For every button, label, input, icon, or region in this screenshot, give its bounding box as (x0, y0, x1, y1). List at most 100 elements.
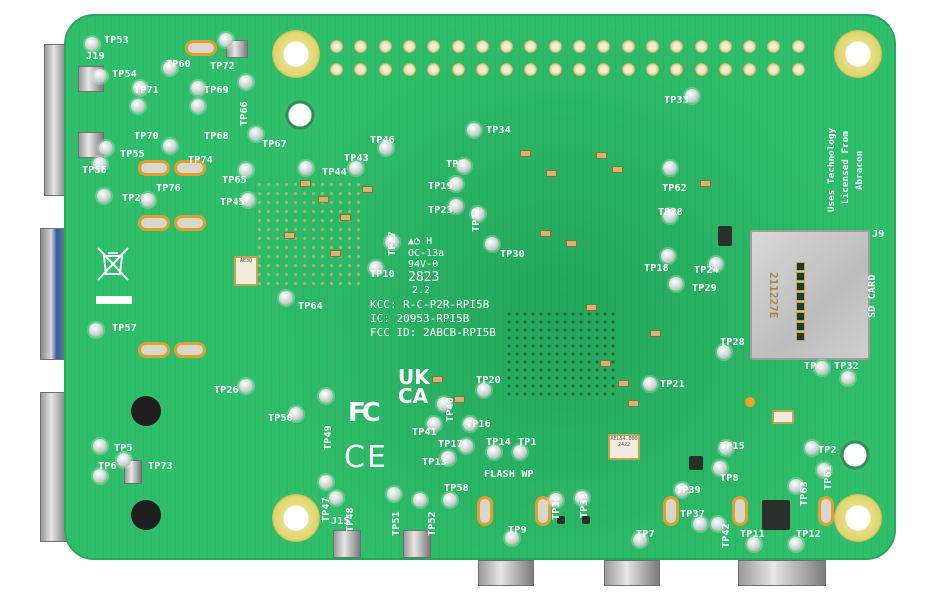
pad-oval-7 (174, 342, 206, 358)
gpio-pin (475, 40, 489, 53)
test-point-label-tp10: TP10 (370, 269, 395, 280)
pad-oval-5 (174, 215, 206, 231)
smd-capacitor (284, 232, 295, 239)
test-point-pad-tp26 (239, 379, 253, 393)
gpio-pin (354, 40, 368, 53)
gpio-pin (573, 63, 586, 76)
gpio-pin (694, 63, 708, 76)
gpio-pin (670, 63, 684, 76)
test-point-pad-tp18 (661, 249, 675, 263)
test-point-label-tp34: TP34 (486, 125, 511, 136)
gpio-pin (378, 63, 392, 76)
test-point-label-tp12: TP12 (796, 529, 821, 540)
test-point-pad-tp33 (685, 89, 699, 103)
j15-pad-right (403, 530, 431, 558)
test-point-pad-tp37 (693, 517, 707, 531)
test-point-pad-tp38 (663, 209, 677, 223)
j19-label: J19 (86, 51, 105, 62)
test-point-pad-tp48 (329, 491, 343, 505)
pad-oval-11 (732, 496, 748, 526)
test-point-pad-tp35 (575, 491, 589, 505)
test-point-label-tp45: TP45 (220, 197, 245, 208)
test-point-pad-tp74 (163, 139, 177, 153)
abracon-line-2: Licensed From (841, 130, 851, 204)
gpio-pin (621, 40, 635, 53)
pad-oval-6 (138, 342, 170, 358)
test-point-label-tp46: TP46 (370, 135, 395, 146)
test-point-label-tp36: TP36 (551, 495, 562, 520)
test-point-label-tp16: TP16 (466, 419, 491, 430)
smd-capacitor (650, 330, 661, 337)
smd-capacitor (596, 152, 607, 159)
gpio-pin (791, 40, 805, 53)
test-point-pad-tp27 (385, 235, 399, 249)
gpio-pin (548, 63, 562, 76)
gpio-pin (475, 63, 489, 76)
test-point-label-tp76: TP76 (156, 183, 181, 194)
gpio-pin (402, 63, 416, 76)
test-point-pad-tp63 (789, 479, 803, 493)
test-point-pad-tp67 (249, 127, 263, 141)
test-point-pad-tp12 (789, 537, 803, 551)
flammability-marking: 94V-0 (408, 259, 439, 270)
soic-chip (689, 456, 703, 470)
test-point-pad-tp34 (467, 123, 481, 137)
test-point-pad-tp14 (487, 445, 501, 459)
kcc-marking: KCC: R-C-P2R-RPI5B (370, 298, 490, 311)
cert-block: KCC: R-C-P2R-RPI5B IC: 20953-RPI5B FCC I… (370, 298, 496, 339)
gpio-pin (500, 63, 514, 76)
j15-label: J15 (331, 516, 350, 527)
soc-bga-pads (505, 310, 615, 400)
test-point-pad-tp29 (669, 277, 683, 291)
sd-pad (796, 302, 805, 311)
test-point-pad-tp6 (93, 469, 107, 483)
crystal-label: AEL54.000 (610, 436, 638, 442)
test-point-pad-tp70 (131, 99, 145, 113)
test-point-label-tp71: TP71 (134, 85, 159, 96)
test-point-label-tp72: TP72 (210, 61, 235, 72)
test-point-pad-tp65 (239, 163, 253, 177)
test-point-pad-tp36 (549, 493, 563, 507)
gpio-pin (597, 63, 611, 76)
pad-oval-2 (138, 160, 170, 176)
pad-oval-8 (477, 496, 493, 526)
gpio-pin (524, 63, 538, 76)
test-point-label-tp67: TP67 (262, 139, 287, 150)
hole-lower-right (838, 438, 872, 472)
test-point-label-tp6: TP6 (98, 461, 117, 472)
test-point-label-tp35: TP35 (579, 493, 590, 518)
test-point-pad-tp43 (349, 161, 363, 175)
test-point-pad-tp16 (463, 417, 477, 431)
test-point-label-tp23: TP23 (428, 205, 453, 216)
gpio-pin (451, 63, 465, 76)
test-point-pad-tp9 (505, 531, 519, 545)
test-point-pad-tp64 (279, 291, 293, 305)
qfn-chip (762, 500, 790, 530)
gpio-pin (718, 63, 732, 76)
gpio-pin (573, 40, 586, 53)
smd-capacitor (700, 180, 711, 187)
test-point-pad-tp50 (289, 407, 303, 421)
test-point-label-tp63: TP63 (799, 481, 810, 506)
test-point-label-tp73: TP73 (148, 461, 173, 472)
smd-capacitor (628, 400, 639, 407)
test-point-label-tp52: TP52 (427, 511, 438, 536)
test-point-pad-tp13 (441, 451, 455, 465)
test-point-pad-tp53 (85, 37, 99, 51)
crystal-bottom: AEL54.000 2422 (608, 434, 640, 460)
test-point-label-tp69: TP69 (204, 85, 229, 96)
test-point-label-tp9: TP9 (508, 525, 527, 536)
sd-pad (796, 272, 805, 281)
test-point-pad-tp71 (133, 81, 147, 95)
gpio-pin (743, 40, 757, 53)
test-point-pad-tp2 (805, 441, 819, 455)
ce-logo: CE (344, 440, 388, 475)
test-point-pad-tp24 (709, 257, 723, 271)
test-point-label-tp39: TP39 (676, 485, 701, 496)
gpio-pin (548, 40, 562, 53)
smd-capacitor (330, 250, 341, 257)
test-point-label-tp15: TP15 (720, 441, 745, 452)
micro-hdmi-1 (604, 560, 660, 586)
test-point-label-tp26: TP26 (214, 385, 239, 396)
